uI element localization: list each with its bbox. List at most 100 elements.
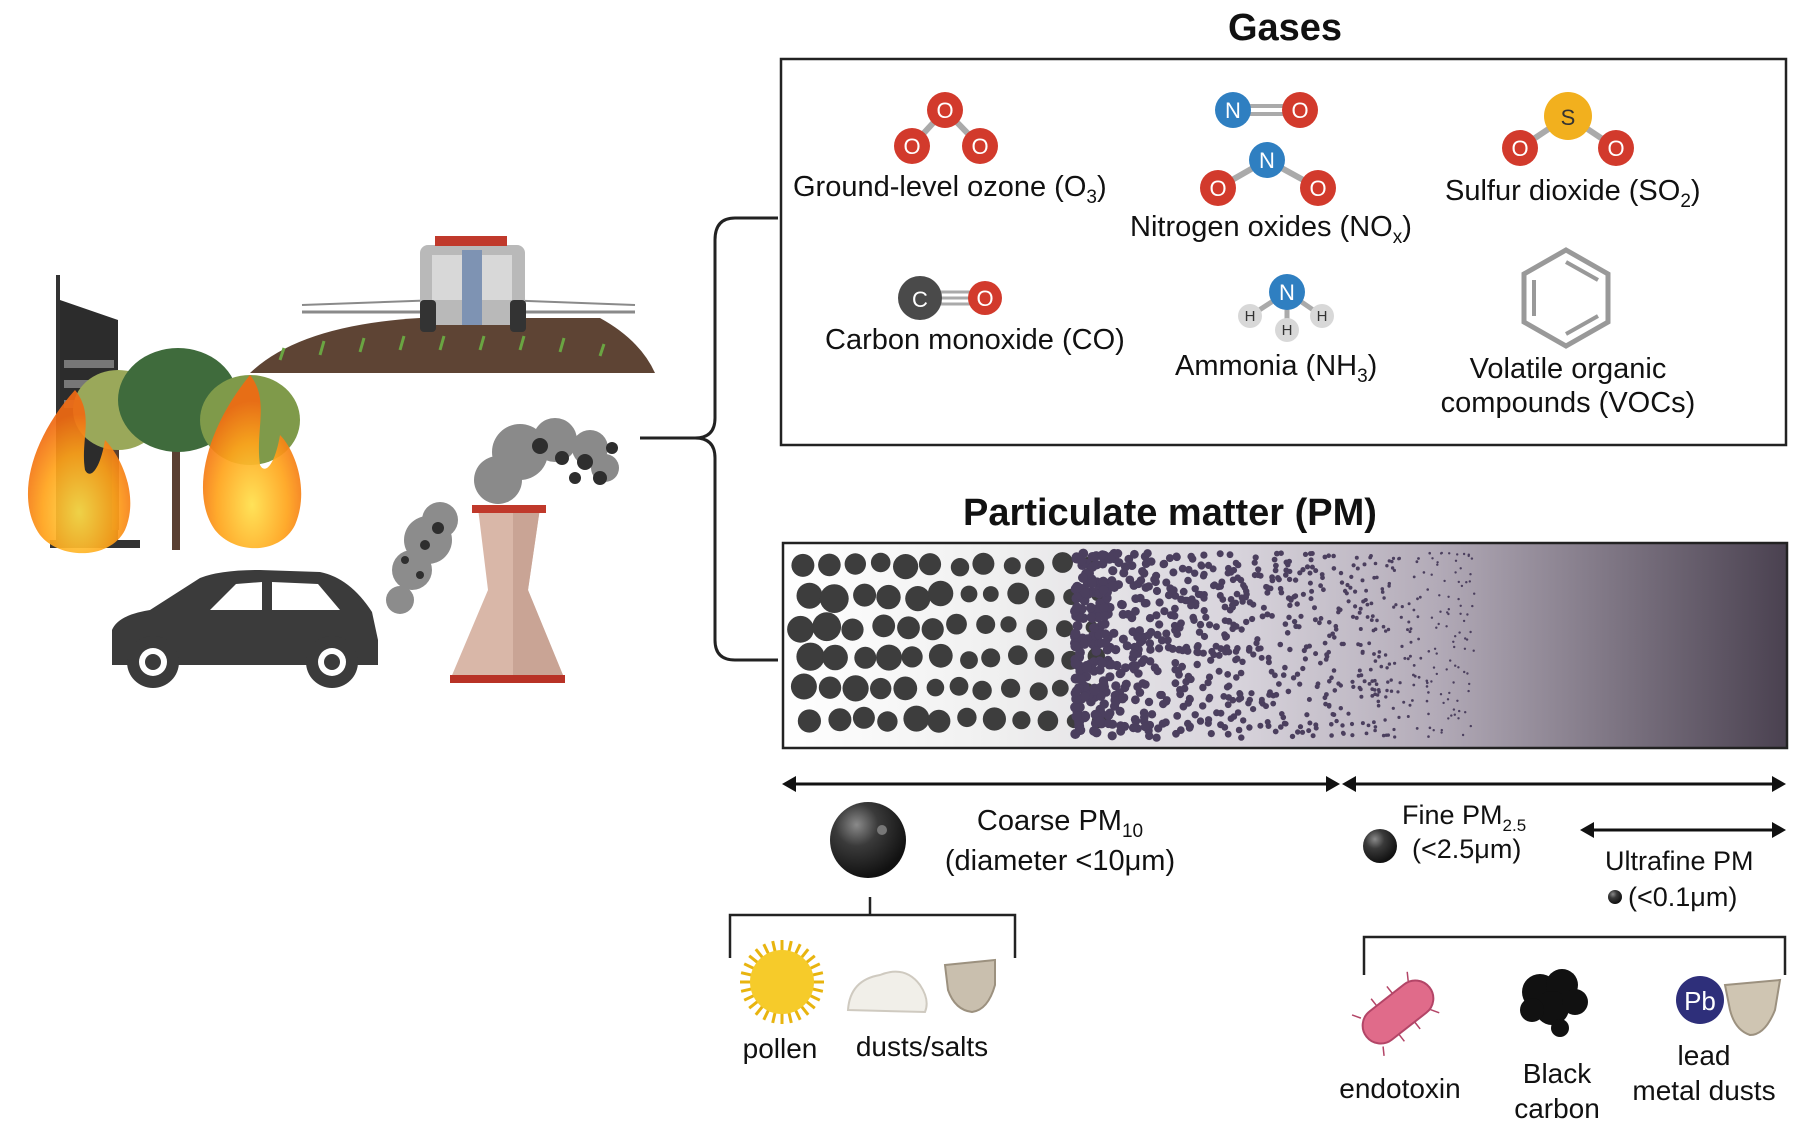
fine-particle (1327, 633, 1332, 639)
fine-particle (1425, 685, 1429, 688)
fine-particle (1170, 621, 1179, 630)
fine-particle (1473, 592, 1476, 595)
fine-particle (1406, 628, 1409, 632)
fine-particle (1339, 580, 1345, 585)
fine-particle (1370, 614, 1375, 618)
fine-particle (1468, 580, 1472, 583)
fine-particle (1087, 578, 1097, 588)
fine-particle (1469, 630, 1472, 634)
fine-particle (1469, 724, 1473, 728)
fine-particle (1365, 602, 1370, 607)
fine-particle (1224, 569, 1232, 577)
fine-particle (1402, 700, 1406, 704)
fine-particle (1238, 626, 1245, 633)
fine-particle (1287, 646, 1293, 653)
fine-particle (1206, 693, 1214, 702)
fine-particle (1186, 722, 1194, 731)
fine-particle (1306, 697, 1312, 702)
fine-particle (1250, 651, 1257, 658)
fine-examples-bracket (1362, 935, 1787, 975)
fine-particle (1217, 721, 1225, 729)
fine-particle (1350, 679, 1355, 684)
coarse-particle (1037, 710, 1059, 732)
fine-particle (1145, 731, 1154, 741)
fine-particle (1281, 720, 1288, 727)
fine-particle (1312, 605, 1317, 611)
fine-particle (1100, 629, 1110, 639)
fine-particle (1375, 618, 1379, 623)
fine-particle (1207, 730, 1215, 738)
fine-particle (1275, 575, 1281, 581)
fine-particle (1097, 658, 1107, 669)
fine-particle (1178, 662, 1186, 671)
fine-particle (1280, 714, 1287, 721)
pm-heading: Particulate matter (PM) (963, 492, 1377, 534)
fine-particle (1312, 617, 1318, 623)
fine-particle (1199, 702, 1207, 710)
fine-particle (1391, 556, 1396, 561)
fine-particle (1287, 602, 1293, 608)
fine-particle (1285, 595, 1292, 601)
fine-particle (1168, 644, 1177, 653)
fine-particle (1365, 615, 1370, 619)
svg-text:O: O (936, 98, 953, 123)
svg-text:C: C (912, 287, 928, 312)
fine-particle (1133, 632, 1142, 642)
so2-label: Sulfur dioxide (SO2) (1445, 175, 1701, 212)
fine-particle (1095, 716, 1105, 726)
fine-pm-detail: (<2.5μm) (1412, 834, 1521, 864)
coarse-particle (796, 582, 823, 609)
fine-particle (1250, 706, 1257, 713)
fine-particle (1225, 648, 1233, 656)
fine-particle (1297, 681, 1303, 687)
fine-particle (1463, 670, 1466, 674)
fine-particle (1155, 644, 1164, 653)
fine-particle (1191, 569, 1199, 577)
coarse-particle (1026, 619, 1048, 641)
coarse-particle (1051, 679, 1069, 697)
fine-particle (1304, 564, 1311, 570)
fine-particle (1276, 681, 1282, 687)
fine-particle (1341, 641, 1346, 647)
gases-heading: Gases (1228, 7, 1342, 49)
fine-particle (1246, 599, 1254, 606)
fine-particle (1467, 553, 1471, 556)
fine-particle (1271, 556, 1278, 563)
fine-particle (1416, 597, 1419, 601)
coarse-pm-label: Coarse PM10 (977, 805, 1143, 842)
fine-particle (1091, 727, 1102, 738)
coarse-examples-bracket (728, 897, 1017, 958)
fine-particle (1362, 562, 1367, 567)
fine-particle (1297, 570, 1303, 576)
coarse-particle (950, 558, 970, 577)
fine-particle (1098, 585, 1109, 595)
fine-particle (1351, 563, 1356, 568)
fine-particle (1140, 712, 1149, 722)
fine-particle (1391, 706, 1395, 710)
fine-particle (1225, 694, 1233, 701)
fine-particle (1459, 612, 1462, 615)
pollen-label: pollen (743, 1033, 818, 1064)
coarse-particle (1029, 682, 1048, 701)
fine-particle (1224, 730, 1232, 738)
coarse-particle (828, 708, 852, 732)
coarse-particle (876, 584, 901, 610)
fine-particle (1233, 655, 1241, 662)
fine-particle (1360, 650, 1365, 655)
fine-particle (1452, 681, 1455, 684)
fine-particle (1216, 592, 1224, 599)
fine-particle (1292, 593, 1299, 599)
fine-particle (1234, 709, 1242, 716)
fine-particle (1442, 701, 1445, 705)
fine-particle (1118, 693, 1128, 703)
black-carbon-icon (1520, 969, 1588, 1037)
coarse-particle (1012, 711, 1031, 730)
fine-particle (1369, 601, 1374, 606)
fine-particle (1362, 679, 1367, 684)
fine-particle (1121, 679, 1131, 689)
fine-particle (1461, 733, 1465, 737)
fine-particle (1115, 706, 1125, 716)
fine-particle (1412, 664, 1416, 667)
fine-particle (1227, 596, 1235, 603)
